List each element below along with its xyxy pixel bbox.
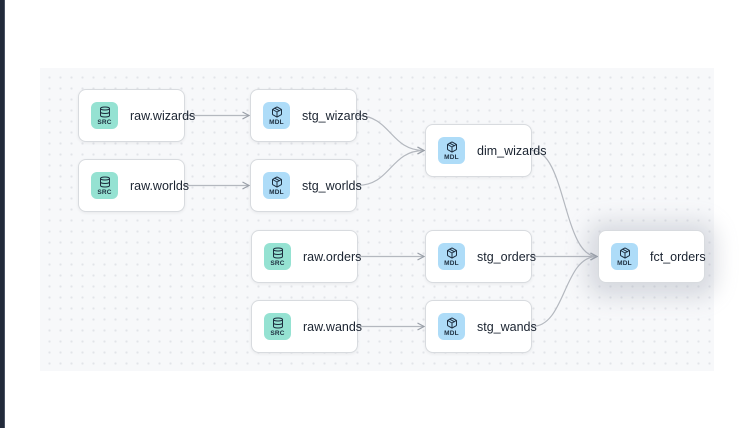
src-badge: SRC	[264, 243, 291, 270]
node-label: raw.wizards	[130, 108, 196, 123]
node-label: fct_orders	[650, 249, 706, 264]
src-badge: SRC	[91, 102, 118, 129]
package-icon	[271, 106, 282, 117]
node-label: dim_wizards	[477, 143, 547, 158]
package-icon	[446, 317, 457, 328]
package-icon	[446, 247, 457, 258]
node-stg-wizards[interactable]: MDL stg_wizards	[250, 89, 368, 142]
package-icon	[446, 141, 457, 152]
src-badge: SRC	[264, 313, 291, 340]
node-raw-wands[interactable]: SRC raw.wands	[251, 300, 362, 353]
node-label: raw.wands	[303, 319, 363, 334]
mdl-badge: MDL	[438, 243, 465, 270]
node-raw-orders[interactable]: SRC raw.orders	[251, 230, 362, 283]
src-badge: SRC	[91, 172, 118, 199]
database-icon	[99, 176, 110, 187]
badge-label: SRC	[97, 188, 112, 196]
node-stg-worlds[interactable]: MDL stg_worlds	[250, 159, 362, 212]
mdl-badge: MDL	[611, 243, 638, 270]
edge-stg-wands-fct-orders	[531, 252, 599, 328]
badge-label: SRC	[97, 118, 112, 126]
badge-label: MDL	[444, 153, 459, 161]
node-fct-orders[interactable]: MDL fct_orders	[598, 230, 706, 283]
node-label: raw.worlds	[130, 178, 190, 193]
badge-label: MDL	[444, 329, 459, 337]
package-icon	[271, 176, 282, 187]
node-raw-wizards[interactable]: SRC raw.wizards	[78, 89, 195, 142]
badge-label: MDL	[269, 188, 284, 196]
database-icon	[272, 317, 283, 328]
package-icon	[619, 247, 630, 258]
badge-label: SRC	[270, 259, 285, 267]
node-label: stg_worlds	[302, 178, 362, 193]
edge-dim-wizards-fct-orders	[531, 149, 599, 261]
database-icon	[272, 247, 283, 258]
node-raw-worlds[interactable]: SRC raw.worlds	[78, 159, 189, 212]
edge-stg-worlds-dim-wizards	[356, 146, 426, 187]
mdl-badge: MDL	[438, 313, 465, 340]
mdl-badge: MDL	[263, 102, 290, 129]
node-label: stg_wizards	[302, 108, 368, 123]
sidebar-edge	[0, 0, 5, 428]
node-stg-orders[interactable]: MDL stg_orders	[425, 230, 536, 283]
node-dim-wizards[interactable]: MDL dim_wizards	[425, 124, 546, 177]
badge-label: MDL	[617, 259, 632, 267]
database-icon	[99, 106, 110, 117]
node-label: raw.orders	[303, 249, 362, 264]
badge-label: SRC	[270, 329, 285, 337]
badge-label: MDL	[444, 259, 459, 267]
mdl-badge: MDL	[263, 172, 290, 199]
badge-label: MDL	[269, 118, 284, 126]
node-stg-wands[interactable]: MDL stg_wands	[425, 300, 537, 353]
node-label: stg_orders	[477, 249, 537, 264]
mdl-badge: MDL	[438, 137, 465, 164]
node-label: stg_wands	[477, 319, 537, 334]
